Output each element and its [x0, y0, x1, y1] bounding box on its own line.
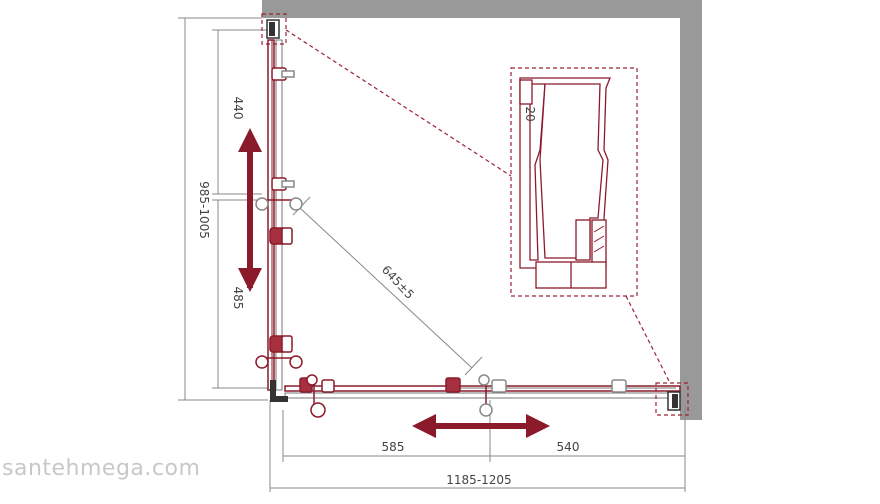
label-540: 540: [557, 440, 580, 454]
label-585: 585: [382, 440, 405, 454]
detail-callouts: [261, 13, 689, 416]
bottom-handles: [306, 374, 493, 418]
callout-right: [655, 382, 689, 416]
profile-detail: [519, 77, 611, 289]
watermark: santehmega.com: [2, 456, 201, 481]
left-rollers: [269, 67, 295, 353]
callout-top: [261, 13, 287, 45]
left-dimensions: [178, 17, 270, 401]
right-wall-profile: [667, 391, 681, 411]
horizontal-slide-arrow: [412, 414, 550, 438]
label-485: 485: [231, 287, 245, 310]
label-overall-bottom: 1185-1205: [446, 473, 511, 487]
detail-frame: [510, 67, 638, 297]
left-handles: [255, 197, 303, 369]
label-440: 440: [231, 97, 245, 120]
vertical-slide-arrow: [238, 128, 262, 292]
top-wall: [262, 0, 702, 18]
label-detail-20: 20: [523, 106, 537, 121]
top-wall-profile: [266, 19, 280, 39]
label-overall-left: 985-1005: [197, 181, 211, 239]
right-wall: [680, 0, 702, 420]
walls: [262, 0, 702, 420]
corner-bracket: [270, 380, 288, 402]
